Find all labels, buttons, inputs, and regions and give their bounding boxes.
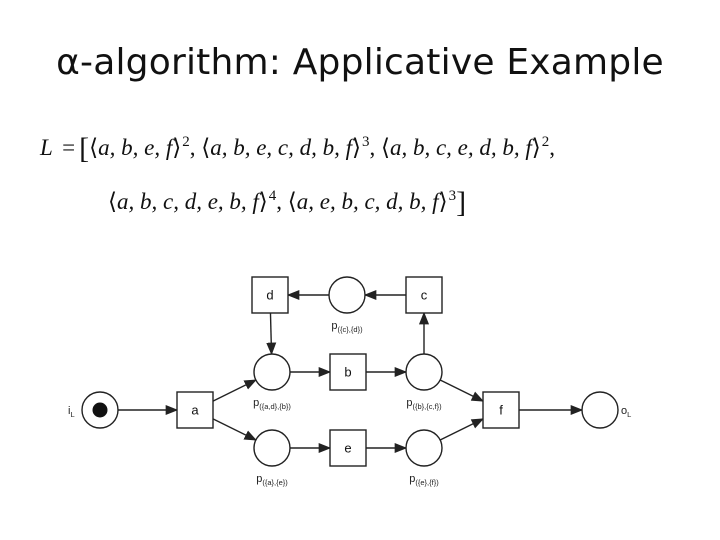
trace-4-activities: a, b, c, d, e, b, f [116, 189, 259, 214]
transition-label-d: d [266, 288, 273, 303]
transition-label-a: a [191, 403, 199, 418]
nodes-layer [81, 276, 619, 467]
trace-1-count: 2 [182, 134, 190, 150]
place-label-p_ad_b: p({a,d},{b}) [253, 397, 291, 411]
labels-layer: iLp({c},{d})p({a,d},{b})p({b},{c,f})p({a… [68, 288, 631, 488]
trace-4-count: 4 [268, 188, 277, 204]
trace-3-activities: a, b, c, e, d, b, f [389, 135, 532, 160]
transition-label-f: f [499, 403, 503, 418]
trace-5-activities: a, e, b, c, d, b, f [296, 189, 439, 214]
place-label-oL-subscript: L [627, 410, 631, 419]
slide-title: α-algorithm: Applicative Example [56, 42, 664, 83]
place-label-p_ad_b-symbol: p [253, 397, 259, 409]
place-label-p_b_cf-symbol: p [406, 397, 412, 409]
place-label-iL-subscript: L [70, 410, 74, 419]
place-label-p_cd: p({c},{d}) [331, 320, 363, 334]
place-label-p_ad_b-subscript: ({a,d},{b}) [259, 402, 291, 411]
arc-d-to-p_ad_b [266, 312, 277, 356]
place-label-p_a_e: p({a},{e}) [256, 473, 288, 487]
arc-a-to-p_ad_b [212, 379, 257, 402]
place-label-oL: oL [621, 405, 631, 419]
place-label-p_cd-symbol: p [331, 320, 337, 332]
place-label-p_e_f-symbol: p [409, 473, 415, 485]
trace-2-count: 3 [361, 134, 370, 150]
arc-a-to-p_a_e [212, 418, 257, 441]
place-label-oL-symbol: o [621, 405, 627, 417]
trace-2-activities: a, b, e, c, d, b, f [210, 135, 352, 160]
arc-p_b_cf-to-f [439, 379, 485, 402]
place-label-p_a_e-symbol: p [256, 473, 262, 485]
transition-f [482, 391, 520, 429]
place-p_cd [328, 276, 366, 314]
place-p_ad_b [253, 353, 291, 391]
transition-a [176, 391, 214, 429]
transition-label-c: c [421, 288, 428, 303]
place-label-p_b_cf: p({b},{c,f}) [406, 397, 442, 411]
place-label-p_cd-subscript: ({c},{d}) [338, 325, 364, 334]
place-label-p_b_cf-subscript: ({b},{c,f}) [412, 402, 442, 411]
place-label-iL-symbol: i [68, 405, 70, 417]
equals-sign: = [62, 135, 76, 160]
log-name: L [40, 135, 53, 160]
place-oL [581, 391, 619, 429]
place-p_e_f [405, 429, 443, 467]
transition-e [329, 429, 367, 467]
arc-p_e_f-to-f [439, 418, 485, 441]
transition-label-b: b [344, 365, 351, 380]
arcs-layer [118, 289, 584, 454]
place-label-p_a_e-subscript: ({a},{e}) [262, 478, 288, 487]
trace-5-count: 3 [448, 188, 457, 204]
trace-1-activities: a, b, e, f [98, 135, 173, 160]
place-label-iL: iL [68, 405, 75, 419]
event-log-formula-line-2: ⟨a, b, c, d, e, b, f⟩4, ⟨a, e, b, c, d, … [108, 186, 467, 219]
transition-b [329, 353, 367, 391]
transition-label-e: e [344, 441, 351, 456]
place-label-p_e_f-subscript: ({e},{f}) [415, 478, 439, 487]
place-p_a_e [253, 429, 291, 467]
token-iL [92, 402, 108, 418]
place-label-p_e_f: p({e},{f}) [409, 473, 439, 487]
event-log-formula-line-1: L =[⟨a, b, e, f⟩2, ⟨a, b, e, c, d, b, f⟩… [40, 132, 556, 165]
place-p_b_cf [405, 353, 443, 391]
transition-c [405, 276, 443, 314]
transition-d [251, 276, 289, 314]
trace-3-count: 2 [541, 134, 550, 150]
